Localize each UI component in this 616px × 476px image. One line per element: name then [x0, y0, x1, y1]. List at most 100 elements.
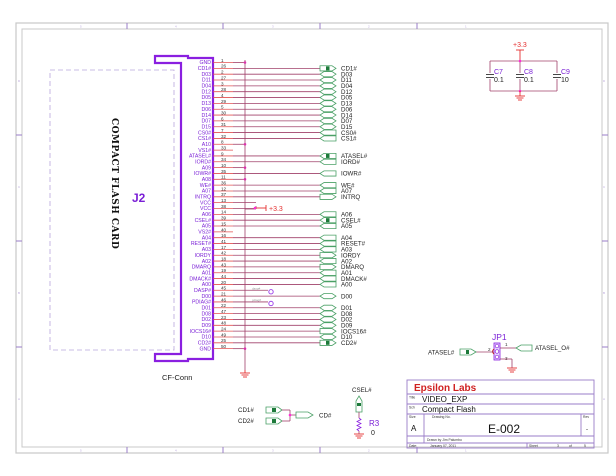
- net-port-reset-n: RESET#: [319, 240, 366, 248]
- capacitor-c7: C70.1: [486, 69, 504, 84]
- pin-number: 38: [221, 204, 227, 209]
- pin-number: 4: [221, 93, 224, 98]
- net-port-csel-n: CSEL#: [319, 217, 361, 224]
- vcc-tap: +3.3: [245, 205, 283, 213]
- connector-body: [153, 54, 215, 363]
- pin-name: CD1#: [198, 66, 211, 72]
- size-caption: Size: [409, 415, 416, 419]
- csel-pulldown: CSEL# R3 0: [352, 387, 380, 439]
- drawn-by: Drawn by Jim Palumbo: [427, 438, 462, 442]
- net-port-dmarq: DMARQ: [319, 263, 364, 271]
- net-port-d14: D14: [319, 112, 353, 119]
- pin-name: GND: [199, 60, 211, 66]
- jumper-pin-1: 1: [505, 342, 508, 347]
- net-label: A03: [341, 247, 353, 254]
- pin-name: D00: [201, 294, 211, 300]
- pin-number: 30: [221, 110, 227, 115]
- net-label: CS0#: [341, 130, 357, 137]
- pin-number: 22: [221, 303, 227, 308]
- zone-label-top: 4: [175, 25, 177, 29]
- zone-label-top: 5: [80, 25, 82, 29]
- pin-name: D10: [201, 335, 211, 341]
- net-label: D09: [341, 323, 353, 330]
- gnd-symbol-connector: [240, 370, 250, 378]
- pin-name: VCC: [200, 200, 211, 206]
- pin-name: RESET#: [191, 241, 211, 247]
- net-label: WE#: [341, 182, 355, 189]
- net-label: CSEL#: [341, 217, 361, 224]
- pin-name: CS0#: [198, 130, 211, 136]
- pin-name: CS1#: [198, 136, 211, 142]
- pin-number: 45: [221, 286, 227, 291]
- net-port-d05: D05: [319, 94, 353, 102]
- pin-number: 6: [221, 116, 224, 121]
- pin-name: DASP#: [194, 288, 211, 294]
- capacitor-c8: C80.1: [516, 69, 534, 84]
- net-port-d15: D15: [319, 123, 353, 131]
- pin-35: IOWR#35: [194, 169, 320, 177]
- pin-name: D06: [201, 107, 211, 113]
- capacitor-value: 10: [561, 77, 569, 84]
- sheet-total: 5: [584, 444, 586, 448]
- pin-name: D07: [201, 119, 211, 125]
- pin-number: 50: [221, 344, 227, 349]
- company-name-text: Epsilon Labs: [414, 383, 477, 394]
- cd-net-label: CD#: [319, 413, 332, 420]
- zone-label-right: A: [603, 397, 605, 401]
- sheet-frame-inner: [21, 28, 603, 448]
- net-label: CD2#: [341, 340, 357, 347]
- pin-9: ATASEL#9: [189, 151, 320, 160]
- title-block: Epsilon Labs Title VIDEO_EXP Sch Compact…: [406, 379, 595, 449]
- net-label: IORDY: [341, 252, 361, 259]
- rev-caption: Rev: [583, 415, 589, 419]
- pin-name: D13: [201, 101, 211, 107]
- pin-number: 24: [221, 327, 227, 332]
- jumper-in-net: ATASEL#: [428, 350, 455, 357]
- pin-name: D14: [201, 113, 211, 119]
- pin-name: A07: [202, 189, 211, 195]
- net-port-d03: D03: [319, 71, 353, 78]
- zone-label-left: D: [18, 79, 21, 83]
- pin-name: A09: [202, 165, 211, 171]
- net-label: D08: [341, 311, 353, 318]
- pin-name: A08: [202, 177, 211, 183]
- pin-number: 48: [221, 321, 227, 326]
- net-port-a04: A04: [319, 234, 353, 242]
- net-port-d04: D04: [319, 82, 353, 90]
- pin-number: 17: [221, 245, 227, 250]
- net-label: A01: [341, 270, 353, 277]
- net-port-intrq: INTRQ: [319, 193, 360, 201]
- net-label: D06: [341, 106, 353, 113]
- net-label: D15: [341, 124, 353, 131]
- pin-33: VS1#33: [198, 146, 233, 154]
- sch-caption: Sch: [409, 406, 415, 410]
- title-caption: Title: [409, 396, 415, 400]
- net-label: D02: [341, 317, 353, 324]
- pin-number: 41: [221, 239, 227, 244]
- net-port-a03: A03: [319, 246, 353, 254]
- pin-name: D01: [201, 305, 211, 311]
- pin-name: DMACK#: [189, 276, 211, 282]
- pin-number: 7: [221, 128, 224, 133]
- net-label: A00: [341, 282, 353, 289]
- revision: -: [586, 427, 588, 433]
- pin-name: DMARQ: [192, 265, 211, 271]
- zone-label-bottom: 2: [368, 449, 370, 453]
- pin-24: IOCS16#24: [190, 327, 320, 335]
- net-label: A06: [341, 212, 353, 219]
- pin-number: 3: [221, 81, 224, 86]
- nc-net-label: pdiag#: [252, 298, 261, 302]
- net-label: D12: [341, 89, 353, 96]
- net-port-a02: A02: [319, 258, 353, 265]
- pin-name: D09: [201, 323, 211, 329]
